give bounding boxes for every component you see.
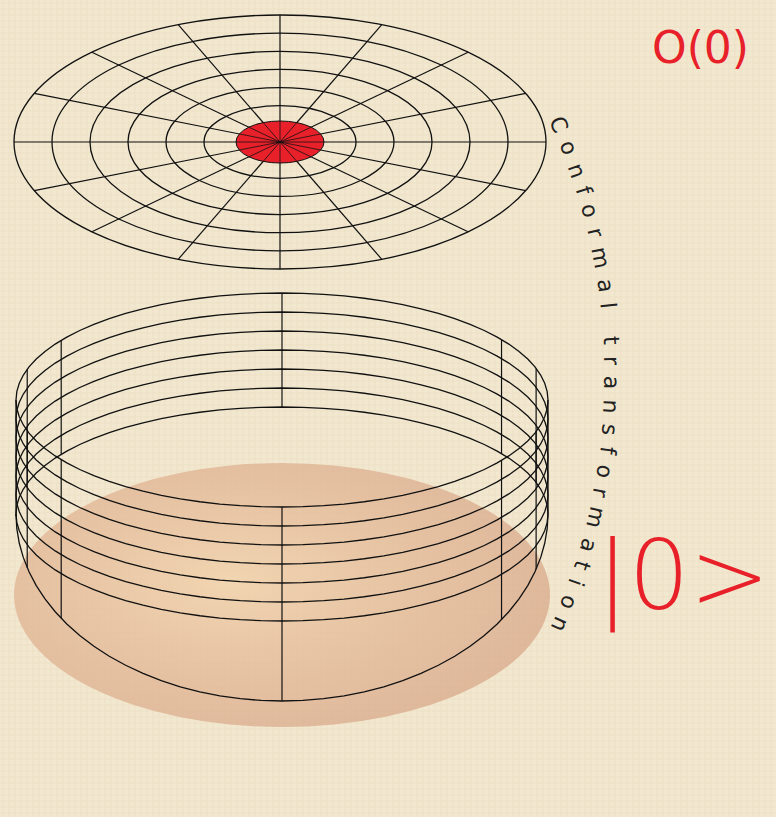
spoke-line	[280, 134, 321, 142]
spoke-line	[249, 127, 280, 142]
cylinder-side	[15, 400, 16, 514]
cylinder-line	[501, 460, 502, 619]
cylinder-line	[501, 340, 502, 454]
arc-letter: l	[595, 301, 621, 310]
cylinder-line	[281, 507, 282, 701]
arc-letter: s	[597, 423, 623, 437]
arc-letter: o	[591, 462, 618, 479]
spoke-line	[280, 142, 297, 161]
arc-letter: n	[563, 159, 591, 180]
spoke-line	[34, 93, 280, 142]
arc-letter	[597, 318, 623, 327]
plane-grid	[14, 15, 546, 269]
cylinder-ring	[16, 400, 548, 507]
arc-letter: o	[555, 591, 583, 613]
spoke-line	[280, 142, 382, 259]
arc-letter: f	[571, 183, 597, 198]
cylinder-ring	[16, 407, 548, 514]
arc-letter: r	[599, 356, 624, 366]
cylinder-side	[16, 514, 17, 516]
spoke-line	[92, 142, 280, 232]
arc-letter: t	[569, 558, 595, 574]
arc-letter: o	[576, 201, 604, 221]
cylinder-line	[61, 340, 62, 454]
spoke-line	[34, 142, 280, 191]
spoke-line	[280, 142, 324, 143]
cylinder-line	[27, 431, 28, 568]
arc-letter: i	[563, 576, 589, 590]
arc-letter: t	[598, 336, 623, 346]
arc-letter: f	[595, 445, 621, 456]
cylinder-side	[547, 400, 548, 514]
spoke-line	[249, 142, 280, 157]
arc-letter: r	[588, 486, 614, 500]
vacuum-cap	[14, 463, 550, 727]
arc-letter: n	[545, 613, 573, 636]
spoke-line	[92, 52, 280, 142]
cylinder-line	[281, 293, 282, 407]
spoke-line	[280, 52, 468, 142]
spoke-line	[280, 142, 526, 191]
arc-letter: n	[598, 399, 624, 414]
spoke-line	[280, 142, 281, 163]
spoke-line	[280, 127, 311, 142]
spoke-line	[263, 123, 280, 142]
spoke-line	[280, 121, 281, 142]
cylinder-line	[61, 460, 62, 619]
radial-ring	[14, 15, 546, 269]
state-label: |0>	[596, 520, 770, 632]
cylinder-line	[536, 432, 537, 570]
spoke-line	[239, 142, 280, 150]
arc-letter: r	[582, 225, 608, 240]
arc-letter: a	[592, 277, 619, 294]
spoke-line	[280, 142, 468, 232]
spoke-line	[280, 142, 311, 157]
spoke-line	[178, 25, 280, 142]
arc-letter: C	[545, 112, 574, 136]
operator-point	[236, 121, 324, 163]
arc-letter: o	[555, 136, 583, 158]
operator-label: O(0)	[652, 22, 749, 73]
spoke-line	[280, 93, 526, 142]
cylinder-bottom	[16, 514, 548, 701]
arc-letter: m	[586, 244, 615, 270]
cylinder-grid	[16, 293, 548, 701]
spoke-line	[236, 142, 280, 143]
arc-letter: a	[599, 375, 624, 389]
